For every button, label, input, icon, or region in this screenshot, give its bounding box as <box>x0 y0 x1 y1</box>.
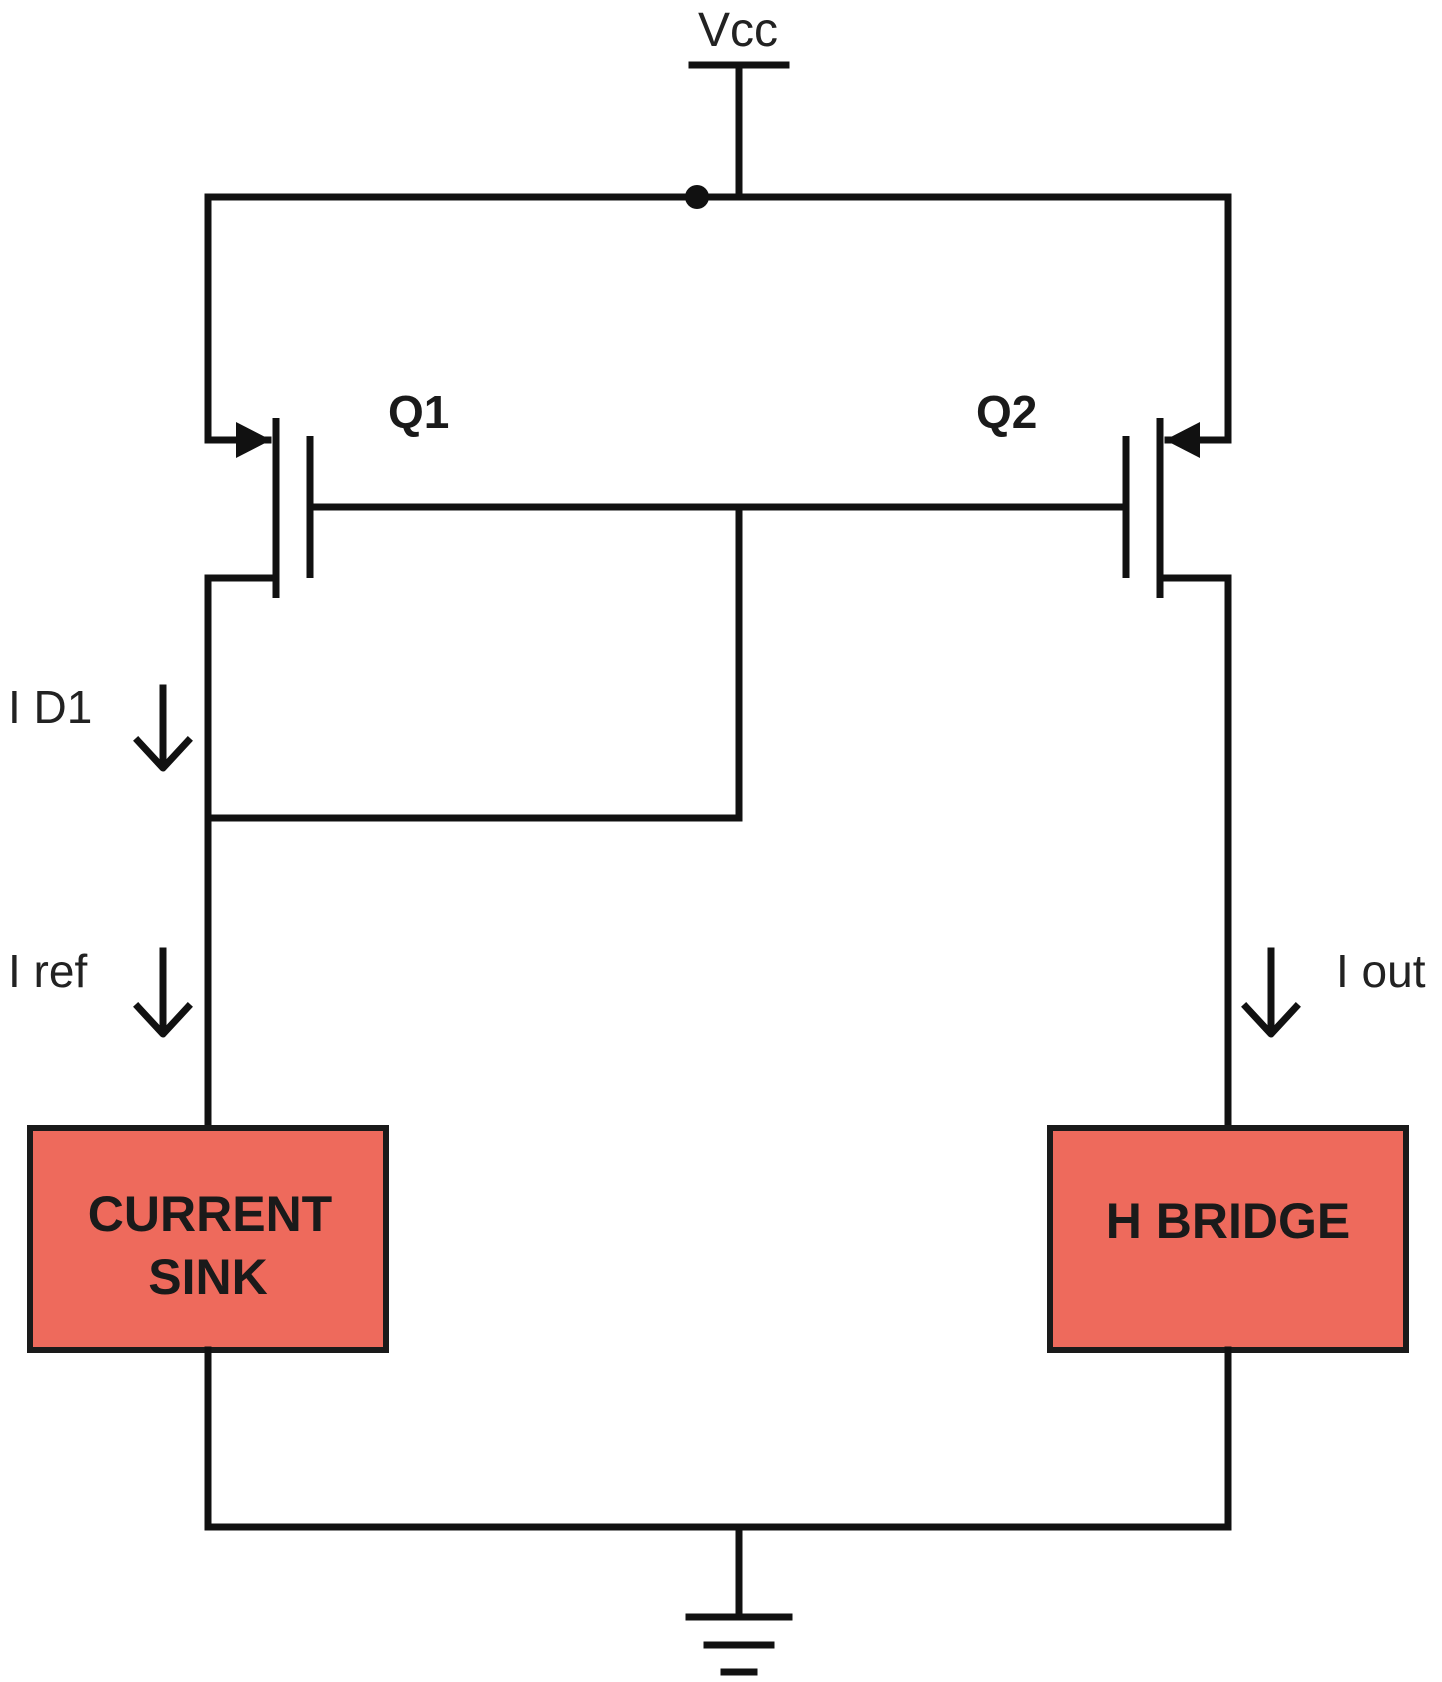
iref-arrow <box>133 947 193 1038</box>
q1-label: Q1 <box>388 386 449 438</box>
current-sink-label-line1: CURRENT <box>88 1186 332 1242</box>
q1-source-arrow <box>236 422 271 458</box>
iref-label: I ref <box>8 945 87 997</box>
current-sink-label-line2: SINK <box>148 1249 267 1305</box>
vcc-label: Vcc <box>698 4 778 57</box>
id1-label: I D1 <box>8 681 92 733</box>
h-bridge-label: H BRIDGE <box>1106 1193 1350 1249</box>
transistor-q1 <box>204 418 314 598</box>
ground-symbol <box>685 1613 793 1676</box>
gate-connection <box>204 503 1130 822</box>
iout-label: I out <box>1336 945 1426 997</box>
iout-arrow <box>1241 947 1301 1038</box>
id1-arrow <box>133 684 193 772</box>
vcc-supply-symbol <box>688 61 790 201</box>
supply-junction-dot <box>685 185 709 209</box>
transistor-q2 <box>1122 418 1232 598</box>
current-sink-block <box>27 1125 389 1353</box>
q2-label: Q2 <box>976 386 1037 438</box>
q2-source-arrow <box>1165 422 1200 458</box>
h-bridge-block <box>1047 1125 1409 1353</box>
top-supply-rail <box>204 193 1232 444</box>
ground-return <box>204 1346 1232 1621</box>
